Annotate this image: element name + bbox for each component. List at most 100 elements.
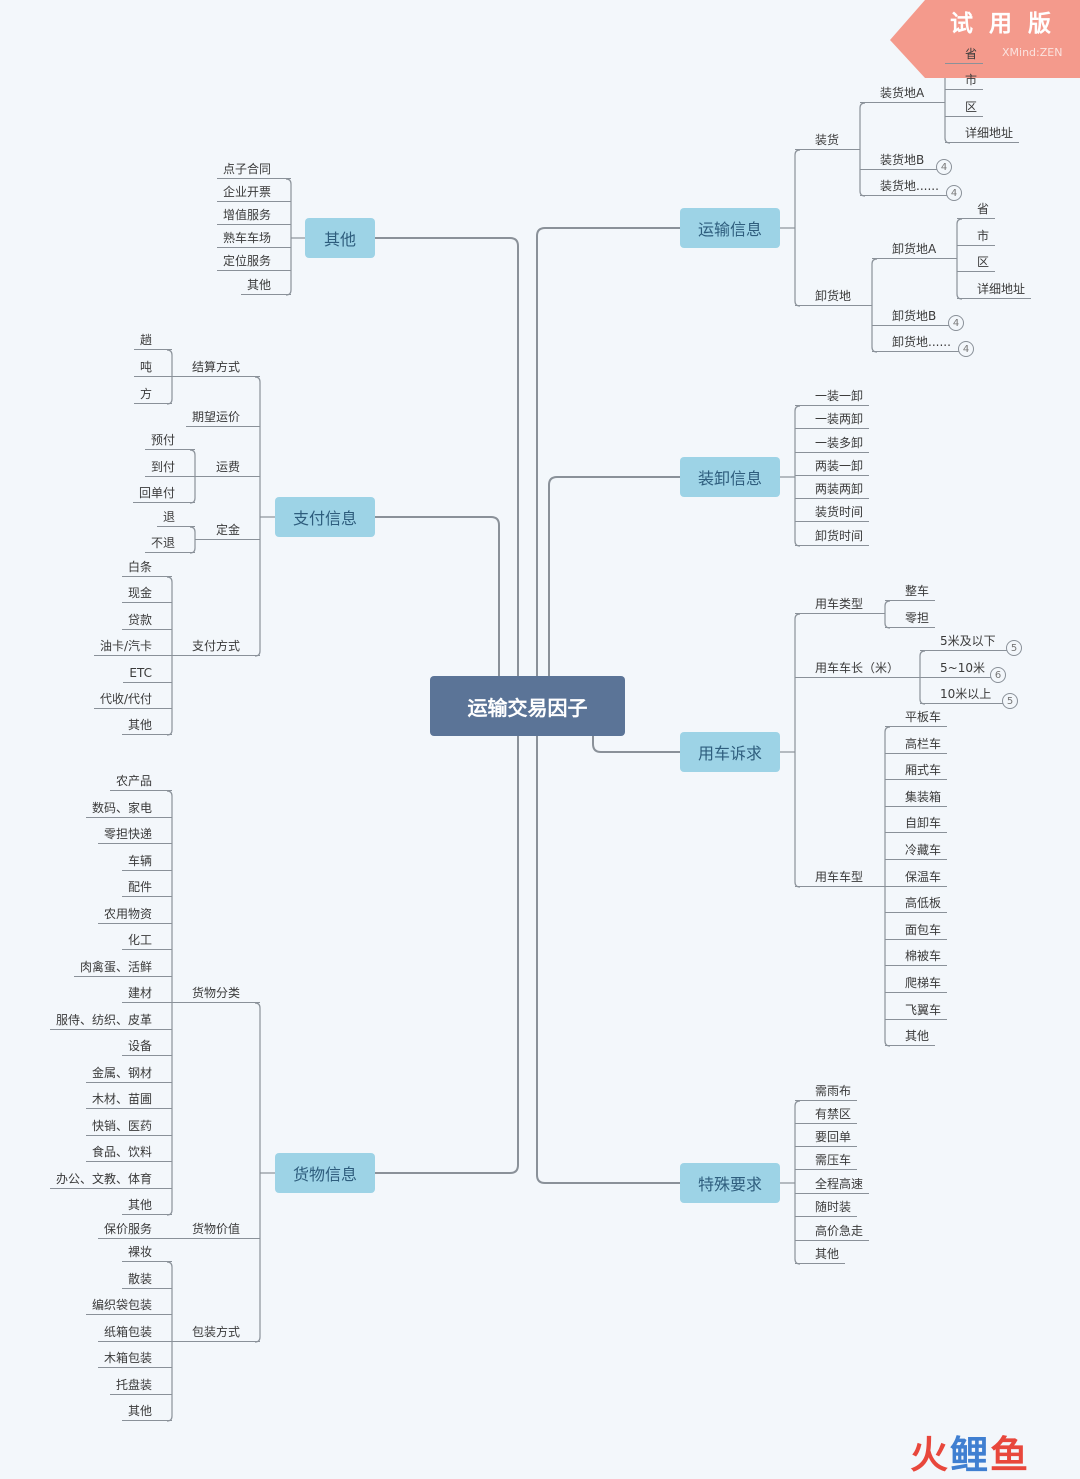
topic-node[interactable]: 棉被车 <box>885 948 948 966</box>
topic-node[interactable]: 详细地址 <box>945 125 1020 143</box>
topic-node[interactable]: 用车类型 <box>795 596 885 614</box>
topic-node[interactable]: 装货地A <box>860 85 945 103</box>
topic-node[interactable]: 一装两卸 <box>795 411 870 429</box>
topic-node[interactable]: 其他 <box>795 1246 846 1264</box>
topic-node[interactable]: 到付 <box>144 459 195 477</box>
topic-node[interactable]: 增值服务 <box>216 207 291 225</box>
topic-node[interactable]: 建材 <box>121 985 172 1003</box>
topic-node[interactable]: 设备 <box>121 1038 172 1056</box>
topic-node[interactable]: 装货 <box>795 132 860 150</box>
topic-node[interactable]: 现金 <box>121 585 172 603</box>
topic-node[interactable]: 冷藏车 <box>885 842 948 860</box>
topic-node[interactable]: 白条 <box>121 559 172 577</box>
topic-node[interactable]: 期望运价 <box>185 409 260 427</box>
topic-node[interactable]: 保价服务 <box>97 1221 172 1239</box>
topic-node[interactable]: 纸箱包装 <box>97 1324 172 1342</box>
topic-node[interactable]: 整车 <box>885 583 936 601</box>
topic-node[interactable]: 卸货地 <box>795 288 872 306</box>
topic-node[interactable]: 高价急走 <box>795 1223 870 1241</box>
topic-node[interactable]: 装货地......4 <box>860 178 962 201</box>
topic-node[interactable]: 裸妆 <box>121 1244 172 1262</box>
topic-node[interactable]: 化工 <box>121 932 172 950</box>
topic-node[interactable]: 面包车 <box>885 922 948 940</box>
topic-node[interactable]: 一装多卸 <box>795 435 870 453</box>
topic-node[interactable]: 高低板 <box>885 895 948 913</box>
topic-node[interactable]: 货物分类 <box>172 985 260 1003</box>
topic-node[interactable]: 数码、家电 <box>85 800 172 818</box>
topic-node[interactable]: 包装方式 <box>172 1324 260 1342</box>
topic-node[interactable]: 需压车 <box>795 1152 858 1170</box>
topic-node[interactable]: 企业开票 <box>216 184 291 202</box>
topic-node[interactable]: 随时装 <box>795 1199 858 1217</box>
topic-node[interactable]: 吨 <box>133 359 172 377</box>
topic-node[interactable]: 区 <box>957 254 996 272</box>
collapsed-count-badge[interactable]: 5 <box>1002 693 1018 709</box>
topic-node[interactable]: 省 <box>945 46 984 64</box>
topic-node[interactable]: 飞翼车 <box>885 1002 948 1020</box>
topic-node[interactable]: 木材、苗圃 <box>85 1091 172 1109</box>
topic-node[interactable]: 其他 <box>885 1028 936 1046</box>
topic-node[interactable]: 其他 <box>121 717 172 735</box>
topic-node[interactable]: 退 <box>156 509 195 527</box>
topic-vehicle[interactable]: 用车诉求 <box>680 732 780 772</box>
topic-node[interactable]: 市 <box>957 228 996 246</box>
topic-node[interactable]: 肉禽蛋、活鲜 <box>73 959 172 977</box>
topic-node[interactable]: 自卸车 <box>885 815 948 833</box>
topic-node[interactable]: 区 <box>945 99 984 117</box>
topic-node[interactable]: 不退 <box>144 535 195 553</box>
topic-node[interactable]: 货物价值 <box>172 1221 260 1239</box>
topic-node[interactable]: 方 <box>133 386 172 404</box>
topic-node[interactable]: 其他 <box>240 277 291 295</box>
topic-node[interactable]: 散装 <box>121 1271 172 1289</box>
collapsed-count-badge[interactable]: 4 <box>958 341 974 357</box>
topic-node[interactable]: 全程高速 <box>795 1176 870 1194</box>
topic-node[interactable]: 其他 <box>121 1403 172 1421</box>
topic-node[interactable]: 代收/代付 <box>93 691 172 709</box>
topic-node[interactable]: 车辆 <box>121 853 172 871</box>
topic-node[interactable]: 卸货地A <box>872 241 957 259</box>
collapsed-count-badge[interactable]: 4 <box>946 185 962 201</box>
topic-node[interactable]: 厢式车 <box>885 762 948 780</box>
topic-node[interactable]: 预付 <box>144 432 195 450</box>
topic-node[interactable]: 编织袋包装 <box>85 1297 172 1315</box>
topic-node[interactable]: 集装箱 <box>885 789 948 807</box>
collapsed-count-badge[interactable]: 5 <box>1006 640 1022 656</box>
topic-node[interactable]: 有禁区 <box>795 1106 858 1124</box>
topic-node[interactable]: 一装一卸 <box>795 388 870 406</box>
topic-node[interactable]: 回单付 <box>132 485 195 503</box>
topic-node[interactable]: 服侍、纺织、皮革 <box>49 1012 172 1030</box>
topic-node[interactable]: 平板车 <box>885 709 948 727</box>
topic-node[interactable]: 油卡/汽卡 <box>93 638 172 656</box>
topic-node[interactable]: 装货时间 <box>795 504 870 522</box>
topic-node[interactable]: 两装一卸 <box>795 458 870 476</box>
root-topic[interactable]: 运输交易因子 <box>430 676 625 736</box>
topic-node[interactable]: 结算方式 <box>172 359 260 377</box>
topic-node[interactable]: 支付方式 <box>172 638 260 656</box>
topic-node[interactable]: 用车车长（米） <box>795 660 920 678</box>
topic-node[interactable]: 要回单 <box>795 1129 858 1147</box>
topic-node[interactable]: 其他 <box>121 1197 172 1215</box>
topic-loading[interactable]: 装卸信息 <box>680 457 780 497</box>
topic-cargo[interactable]: 货物信息 <box>275 1153 375 1193</box>
topic-other[interactable]: 其他 <box>305 218 375 258</box>
topic-node[interactable]: 趟 <box>133 332 172 350</box>
topic-node[interactable]: 卸货时间 <box>795 528 870 546</box>
topic-node[interactable]: 保温车 <box>885 869 948 887</box>
topic-transport[interactable]: 运输信息 <box>680 208 780 248</box>
topic-node[interactable]: ETC <box>123 665 172 683</box>
topic-node[interactable]: 市 <box>945 72 984 90</box>
topic-node[interactable]: 木箱包装 <box>97 1350 172 1368</box>
topic-node[interactable]: 点子合同 <box>216 161 291 179</box>
topic-node[interactable]: 运费 <box>195 459 260 477</box>
topic-node[interactable]: 定位服务 <box>216 253 291 271</box>
topic-node[interactable]: 快销、医药 <box>85 1118 172 1136</box>
collapsed-count-badge[interactable]: 4 <box>936 159 952 175</box>
collapsed-count-badge[interactable]: 4 <box>948 315 964 331</box>
topic-node[interactable]: 详细地址 <box>957 281 1032 299</box>
topic-node[interactable]: 卸货地......4 <box>872 334 974 357</box>
